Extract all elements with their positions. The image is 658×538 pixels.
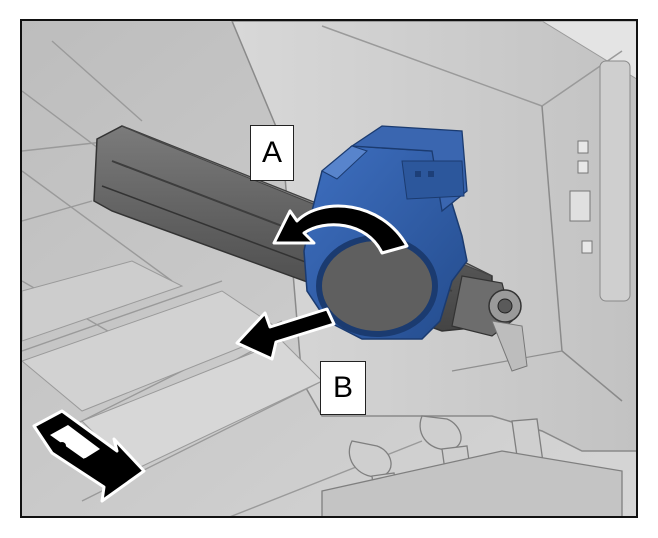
label-b: B [320, 361, 366, 415]
vehicle-direction-icon [32, 409, 146, 503]
floor-panels [22, 260, 323, 472]
bottom-clips [321, 415, 623, 516]
label-a: A [250, 125, 294, 181]
curved-arrow-icon [272, 204, 409, 255]
diagram-frame: A B [20, 19, 638, 518]
technical-illustration [22, 21, 636, 516]
arrow-down-left-icon [235, 307, 336, 361]
